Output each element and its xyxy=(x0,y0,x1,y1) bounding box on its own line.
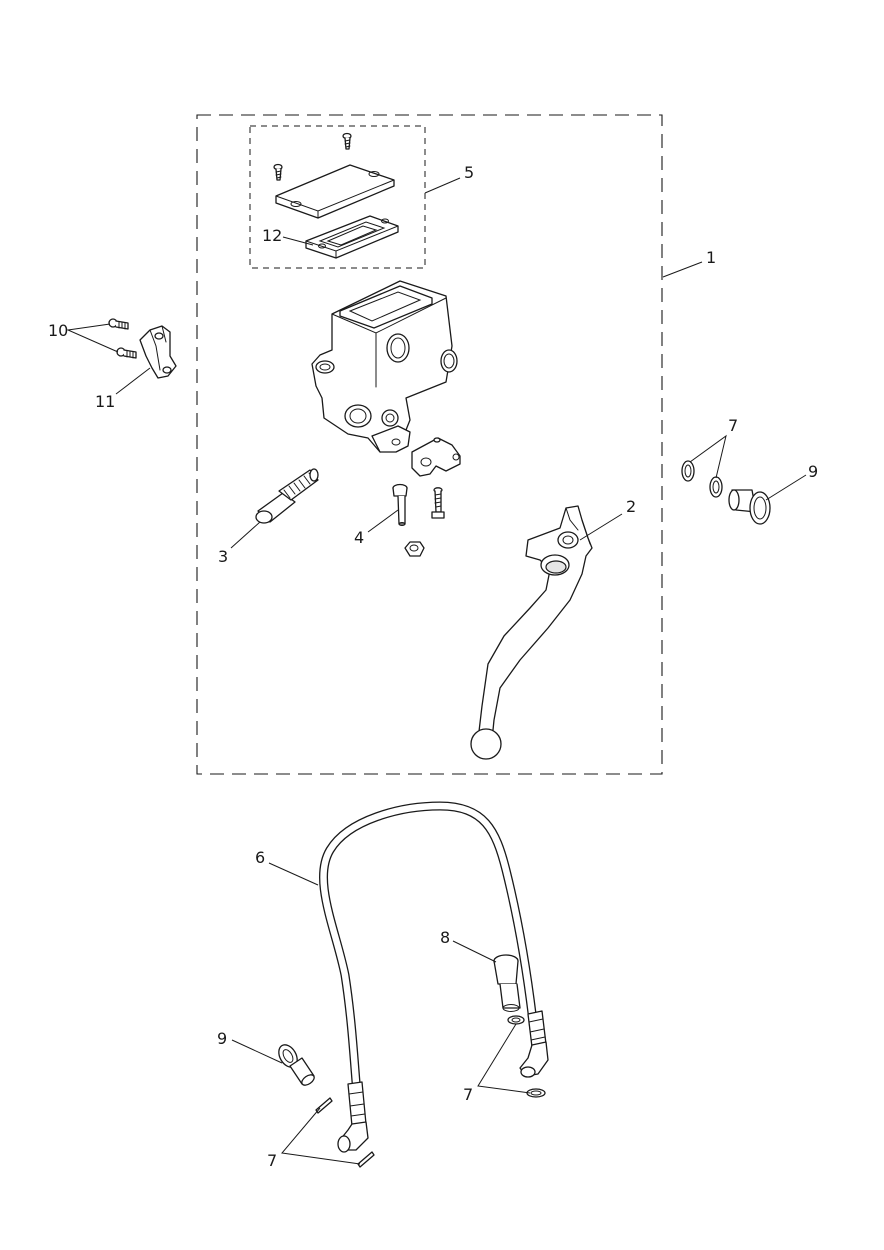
hose-end-upper xyxy=(519,1010,549,1078)
leader-line-6 xyxy=(268,862,319,886)
pushrod-adjuster xyxy=(255,468,319,524)
callout-7-right: 7 xyxy=(728,416,738,435)
leader-line-9-lower xyxy=(231,1039,283,1064)
banjo-bolt-upper xyxy=(728,489,771,525)
sealing-washer-upper-left xyxy=(681,460,695,482)
cap-screw-left xyxy=(273,163,283,181)
callout-2: 2 xyxy=(626,497,636,516)
clamp-screw-upper xyxy=(108,318,129,330)
callout-7-middle: 7 xyxy=(463,1085,473,1104)
leader-line-7-bottom xyxy=(281,1107,361,1165)
leader-line-7-right xyxy=(689,434,727,479)
callout-4: 4 xyxy=(354,528,364,547)
leader-line-10 xyxy=(66,323,119,353)
reservoir-diaphragm xyxy=(305,215,399,259)
hose-end-lower xyxy=(337,1081,369,1153)
switch-bracket xyxy=(411,437,461,477)
callout-1: 1 xyxy=(706,248,716,267)
callout-11: 11 xyxy=(95,392,115,411)
leader-line-8 xyxy=(452,940,497,963)
sealing-washer-lower-c xyxy=(315,1097,333,1114)
pivot-nut xyxy=(404,541,425,557)
clamp-screw-lower xyxy=(116,347,137,359)
banjo-bolt-lower xyxy=(278,1044,315,1086)
leader-line-1 xyxy=(662,261,703,278)
sealing-washer-lower-a xyxy=(507,1015,525,1025)
cap-screw-right xyxy=(342,132,352,150)
reservoir-cap-kit-box xyxy=(249,125,426,269)
callout-5: 5 xyxy=(464,163,474,182)
callout-3: 3 xyxy=(218,547,228,566)
callout-6: 6 xyxy=(255,848,265,867)
brake-lever xyxy=(470,505,593,760)
brake-hose xyxy=(318,801,539,1099)
pivot-bolt xyxy=(392,483,408,526)
leader-line-4 xyxy=(367,509,399,533)
leader-line-2 xyxy=(579,513,623,541)
master-cylinder-body xyxy=(311,280,458,453)
callout-8: 8 xyxy=(440,928,450,947)
leader-line-7-middle xyxy=(477,1023,531,1094)
master-cylinder-assembly-box xyxy=(196,114,663,775)
reservoir-cap xyxy=(275,164,395,219)
leader-line-12 xyxy=(282,236,314,246)
sealing-washer-upper-right xyxy=(709,476,723,498)
callout-10: 10 xyxy=(48,321,68,340)
lever-bolt xyxy=(431,487,445,519)
bleed-union xyxy=(493,954,521,1012)
sealing-washer-lower-d xyxy=(357,1151,375,1168)
handlebar-clamp xyxy=(139,325,177,379)
callout-7-bottom: 7 xyxy=(267,1151,277,1170)
leader-line-9-right xyxy=(765,474,807,501)
callout-9-lower: 9 xyxy=(217,1029,227,1048)
leader-line-3 xyxy=(230,521,261,549)
callout-12: 12 xyxy=(262,226,282,245)
callout-9-right: 9 xyxy=(808,462,818,481)
leader-line-5 xyxy=(424,177,461,194)
leader-line-11 xyxy=(115,367,151,395)
